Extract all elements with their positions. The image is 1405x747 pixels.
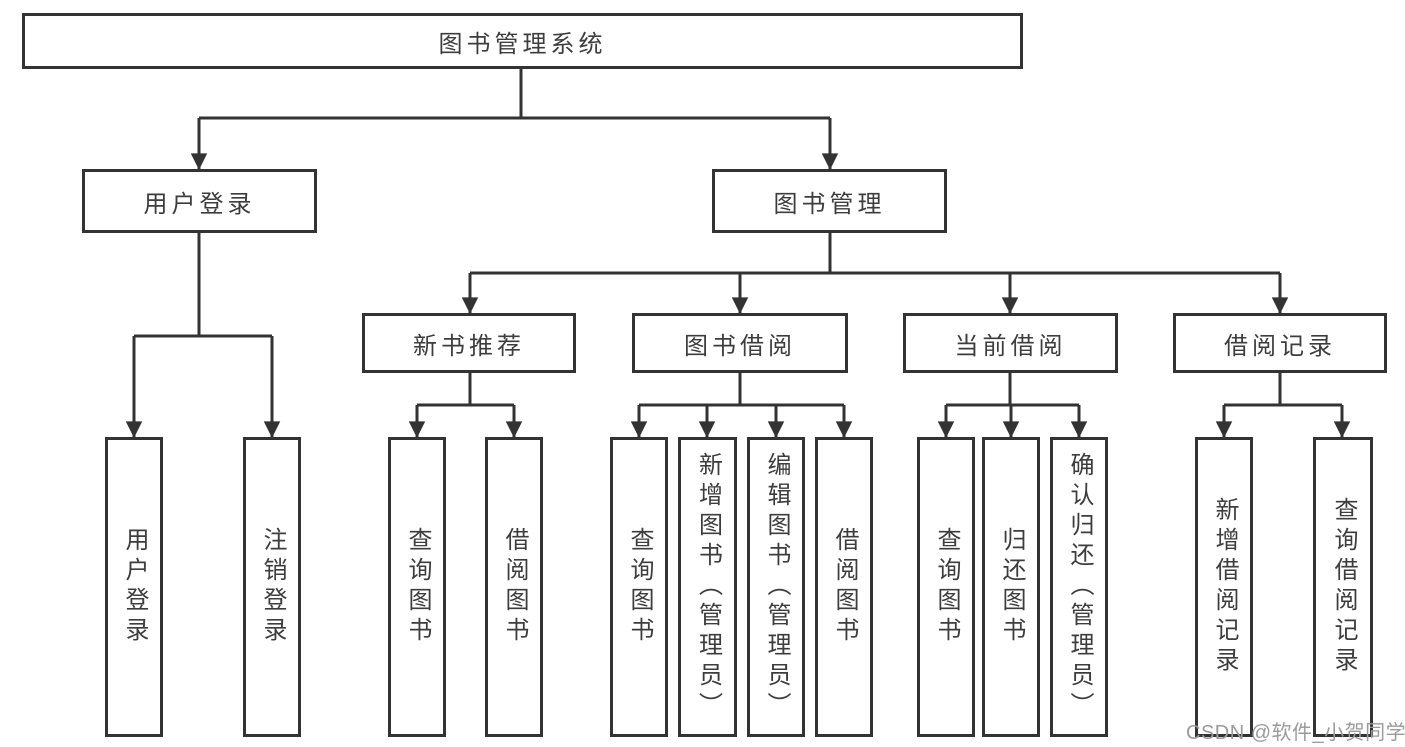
node-book-borrowing: 图书借阅 [632, 313, 848, 373]
node-label: 新增图书（管理员） [694, 452, 722, 722]
node-label: 编辑图书（管理员） [763, 452, 790, 722]
leaf-user-login: 用户登录 [105, 437, 163, 737]
node-label: 借阅图书 [501, 527, 528, 647]
node-label: 图书管理 [773, 190, 886, 218]
node-label: 借阅记录 [1224, 332, 1336, 360]
node-label: 查询图书 [626, 527, 653, 647]
node-label: 图书借阅 [684, 332, 796, 360]
connector-trunk-lines [134, 69, 1342, 407]
leaf-query-borrow-record: 查询借阅记录 [1313, 437, 1373, 737]
leaf-borrow-books: 借阅图书 [485, 437, 543, 737]
node-label: 图书管理系统 [438, 30, 607, 58]
node-new-book-recommendation: 新书推荐 [362, 313, 576, 373]
node-label: 新书推荐 [413, 332, 525, 360]
leaf-return-books: 归还图书 [982, 437, 1040, 737]
node-label: 借阅图书 [831, 527, 858, 647]
leaf-borrow-books: 借阅图书 [815, 437, 873, 737]
node-label: 新增借阅记录 [1211, 497, 1238, 677]
leaf-edit-books-admin: 编辑图书（管理员） [747, 437, 805, 737]
leaf-confirm-return-admin: 确认归还（管理员） [1050, 437, 1108, 737]
node-label: 查询图书 [933, 527, 960, 647]
leaf-add-borrow-record: 新增借阅记录 [1195, 437, 1253, 737]
leaf-add-books-admin: 新增图书（管理员） [678, 437, 737, 737]
node-label: 注销登录 [259, 527, 286, 647]
node-label: 归还图书 [998, 527, 1025, 647]
node-label: 用户登录 [143, 190, 256, 218]
node-label: 当前借阅 [954, 332, 1067, 360]
node-label: 查询图书 [404, 527, 431, 647]
node-label: 用户登录 [121, 527, 148, 647]
node-library-management-system: 图书管理系统 [22, 13, 1023, 69]
leaf-logout: 注销登录 [243, 437, 301, 737]
node-book-management: 图书管理 [712, 169, 947, 233]
node-user-login: 用户登录 [82, 169, 317, 233]
leaf-query-books: 查询图书 [388, 437, 446, 737]
leaf-query-books: 查询图书 [917, 437, 975, 737]
node-label: 确认归还（管理员） [1066, 452, 1093, 722]
node-borrowing-records: 借阅记录 [1173, 313, 1387, 373]
node-current-borrowing: 当前借阅 [903, 313, 1118, 373]
csdn-watermark: CSDN @软件_小贺同学 [1186, 722, 1405, 744]
leaf-query-books: 查询图书 [610, 437, 668, 737]
node-label: 查询借阅记录 [1330, 497, 1357, 677]
